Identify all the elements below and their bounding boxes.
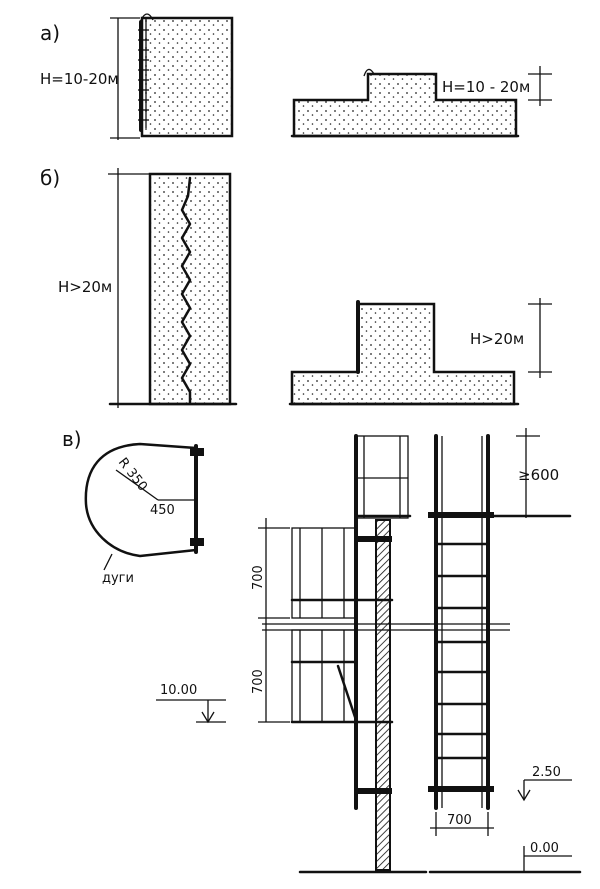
- level-mark-0: 0.00: [428, 841, 582, 874]
- width-label: 700: [447, 813, 472, 828]
- building-stepped-b: [288, 300, 520, 406]
- dimension-b-left: Н>20м: [58, 168, 150, 408]
- dimension-width: 700: [430, 812, 494, 836]
- offset-label: 450: [150, 503, 175, 518]
- building-stepped-a: [290, 68, 520, 138]
- ladder-rungs-a: [138, 29, 149, 121]
- level-mark-2: 2.50: [517, 765, 572, 802]
- height-label-b-right: Н>20м: [470, 330, 524, 348]
- level-mark-10: 10.00: [156, 683, 226, 724]
- building-tall-a: [138, 13, 234, 138]
- ladder-side-elevation: [262, 434, 430, 874]
- section-label-a: а): [40, 21, 60, 45]
- radius-label: R 350: [115, 455, 150, 494]
- section-label-b: б): [40, 166, 60, 190]
- dimension-step-spacing: 700 700: [251, 518, 290, 723]
- step-label-lower: 700: [251, 669, 266, 694]
- ladder-front-elevation: [410, 434, 572, 810]
- level-10-label: 10.00: [160, 683, 197, 698]
- cage-hoop-plan: R 350 450 дуги: [84, 442, 204, 586]
- height-label-a-right: Н=10 - 20м: [442, 78, 530, 96]
- dimension-b-right: Н>20м: [470, 298, 552, 378]
- building-tall-b: [148, 172, 232, 406]
- height-label-a-left: Н=10-20м: [40, 70, 119, 88]
- dimension-a-left: Н=10-20м: [40, 17, 140, 140]
- dimension-top-extension: ≥600: [516, 428, 559, 518]
- level-2-label: 2.50: [532, 765, 561, 780]
- min-top-label: ≥600: [518, 466, 559, 484]
- section-label-c: в): [62, 427, 82, 451]
- height-label-b-left: Н>20м: [58, 278, 112, 296]
- front-rungs: [434, 514, 490, 792]
- step-label-upper: 700: [251, 565, 266, 590]
- level-0-label: 0.00: [530, 841, 559, 856]
- dimension-a-right: Н=10 - 20м: [442, 66, 552, 106]
- arcs-label: дуги: [102, 571, 134, 586]
